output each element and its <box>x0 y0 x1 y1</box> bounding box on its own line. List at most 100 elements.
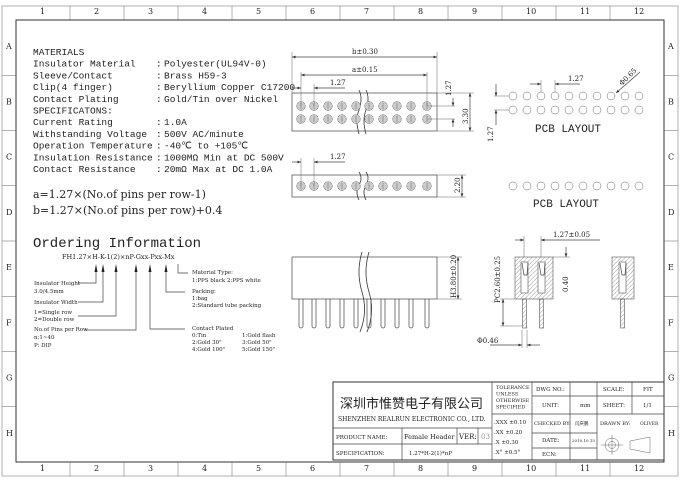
checked-value: 闫庆鹏 <box>575 420 589 427</box>
spec-label: Contact Resistance <box>33 164 136 175</box>
side-view: H3.80±0.20 <box>291 251 462 333</box>
company-name-cn: 深圳市惟赞电子有限公司 <box>340 396 483 412</box>
spec-separator: : <box>156 117 162 128</box>
ordering-material-values: 1:PPS black 2:PPS white <box>192 278 261 284</box>
spec-separator: : <box>156 152 162 163</box>
spec-value: 500V AC/minute <box>164 129 244 140</box>
frame-row-label: A <box>5 42 12 51</box>
spec-separator: : <box>156 129 162 140</box>
date-label: DATE: <box>542 438 560 444</box>
spec-label: Insulation Resistance <box>33 152 153 163</box>
frame-row-label: B <box>6 97 12 106</box>
materials-heading: MATERIALS <box>33 47 85 58</box>
ordering-title: Ordering Information <box>33 236 201 252</box>
pcb-layout-double: 1.27 1.27 Φ0.65 PCB LAYOUT <box>487 67 644 142</box>
ordering-packing-2: 2:Standard tube packing <box>192 303 262 309</box>
dim-depth-double: 3.30 <box>462 108 470 124</box>
frame-column-label: 6 <box>310 7 315 16</box>
frame-column-label: 12 <box>634 464 644 473</box>
ordering-plated-1: 1:Gold flash <box>242 333 276 339</box>
spec-value: 1000MΩ Min at DC 500V <box>164 152 284 163</box>
frame-column-label: 8 <box>418 7 423 16</box>
pcb-hole <box>508 91 518 101</box>
pin-leg <box>408 299 414 329</box>
pcb-hole <box>592 181 602 191</box>
dim-b: b±0.30 <box>352 48 378 56</box>
ecn-label: ECN: <box>542 452 557 458</box>
arrow-up-icon <box>164 264 168 272</box>
unit-label: UNIT: <box>542 403 559 409</box>
pcb-hole <box>522 105 532 115</box>
pcb-hole <box>550 105 560 115</box>
scale-value: FIT <box>643 387 653 393</box>
formula-b: b=1.27×(No.of pins per row)+0.4 <box>33 204 222 217</box>
date-value: 2010.10.15 <box>572 438 595 443</box>
tolerance-value: .XX ±0.20 <box>494 430 523 436</box>
frame-column-label: 3 <box>148 7 153 16</box>
spec-value: Polyester(UL94V-0) <box>164 59 267 70</box>
pcb-hole <box>634 91 644 101</box>
spec-label: Operation Temperature <box>33 141 153 152</box>
ordering-pins-dip: P: DIP <box>34 343 52 349</box>
tolerance-value: .X ±0.30 <box>494 440 519 446</box>
arrow-up-icon <box>101 264 105 272</box>
frame-row-label: F <box>668 318 674 327</box>
ordering-material: Material Type: <box>192 270 233 276</box>
tolerance-heading: OTHERWISE <box>496 398 530 404</box>
ver-value: 03 <box>481 433 490 441</box>
frame-column-label: 12 <box>634 7 644 16</box>
section-dim-pitch: 1.27±0.05 <box>553 231 590 239</box>
ordering-pins-range: n:1~40 <box>34 335 55 341</box>
pin-leg <box>339 299 345 329</box>
spec-value: 1.0A <box>164 117 187 128</box>
ordering-packing-1: 1:bag <box>192 296 208 302</box>
pcb-dim-hole: Φ0.65 <box>618 67 639 88</box>
frame-column-label: 1 <box>40 464 45 473</box>
frame-row-label: A <box>667 42 674 51</box>
spec-value: 20mΩ Max at DC 1.0A <box>164 164 273 175</box>
dim-a: a±0.15 <box>352 66 378 74</box>
pin-leg <box>311 299 317 329</box>
pcb-layout-label-1: PCB LAYOUT <box>535 124 601 136</box>
sheet-label: SHEET: <box>603 403 625 409</box>
pcb-hole <box>578 181 588 191</box>
pcb-hole <box>606 181 616 191</box>
frame-column-label: 7 <box>364 7 369 16</box>
spec-label: Contact Plating <box>33 94 119 105</box>
pcb-hole <box>536 105 546 115</box>
spec-separator: : <box>156 141 162 152</box>
frame-column-label: 4 <box>202 464 207 473</box>
arrow-up-icon <box>148 264 152 272</box>
frame-column-label: 11 <box>580 7 590 16</box>
frame-column-label: 5 <box>256 7 261 16</box>
spec-label: Current Rating <box>33 117 113 128</box>
pcb-hole <box>620 91 630 101</box>
spec-label: Insulator Material <box>33 59 136 70</box>
frame-column-label: 9 <box>472 464 477 473</box>
drawn-label: DRAWN BY: <box>600 421 631 427</box>
spec-value: 1.27*H-2(1)*nP <box>409 450 452 457</box>
frame-column-label: 1 <box>40 7 45 16</box>
ordering-insulator-height: Insulator Height <box>34 281 81 287</box>
ordering-information: Ordering Information FH1.27×H-K-1(2)×nP-… <box>33 236 276 353</box>
spec-label: Sleeve/Contact <box>33 70 113 81</box>
frame-row-label: D <box>668 208 674 217</box>
pcb-hole <box>564 91 574 101</box>
frame-column-label: 10 <box>526 464 536 473</box>
dim-pitch-vertical: 1.27 <box>445 80 453 96</box>
pcb-hole <box>578 105 588 115</box>
cross-section-view: 1.27±0.05 PC2.60±0.25 0.40 Φ0.46 <box>477 231 635 348</box>
pcb-hole <box>606 105 616 115</box>
pin-leg <box>380 299 386 329</box>
pcb-hole <box>620 105 630 115</box>
arrow-up-icon <box>94 264 98 272</box>
dim-depth-single: 2.20 <box>454 177 462 193</box>
product-name: Female Header <box>404 433 455 441</box>
spec-separator: : <box>156 94 162 105</box>
tolerance-heading: UNLESS <box>496 392 519 398</box>
ordering-plated-5: 5:Gold 150" <box>242 347 275 353</box>
pcb-hole <box>606 91 616 101</box>
checked-label: CHECKED BY: <box>534 421 571 427</box>
scale-label: SCALE: <box>603 387 625 393</box>
dim-pitch-single: 1.27 <box>330 153 346 161</box>
